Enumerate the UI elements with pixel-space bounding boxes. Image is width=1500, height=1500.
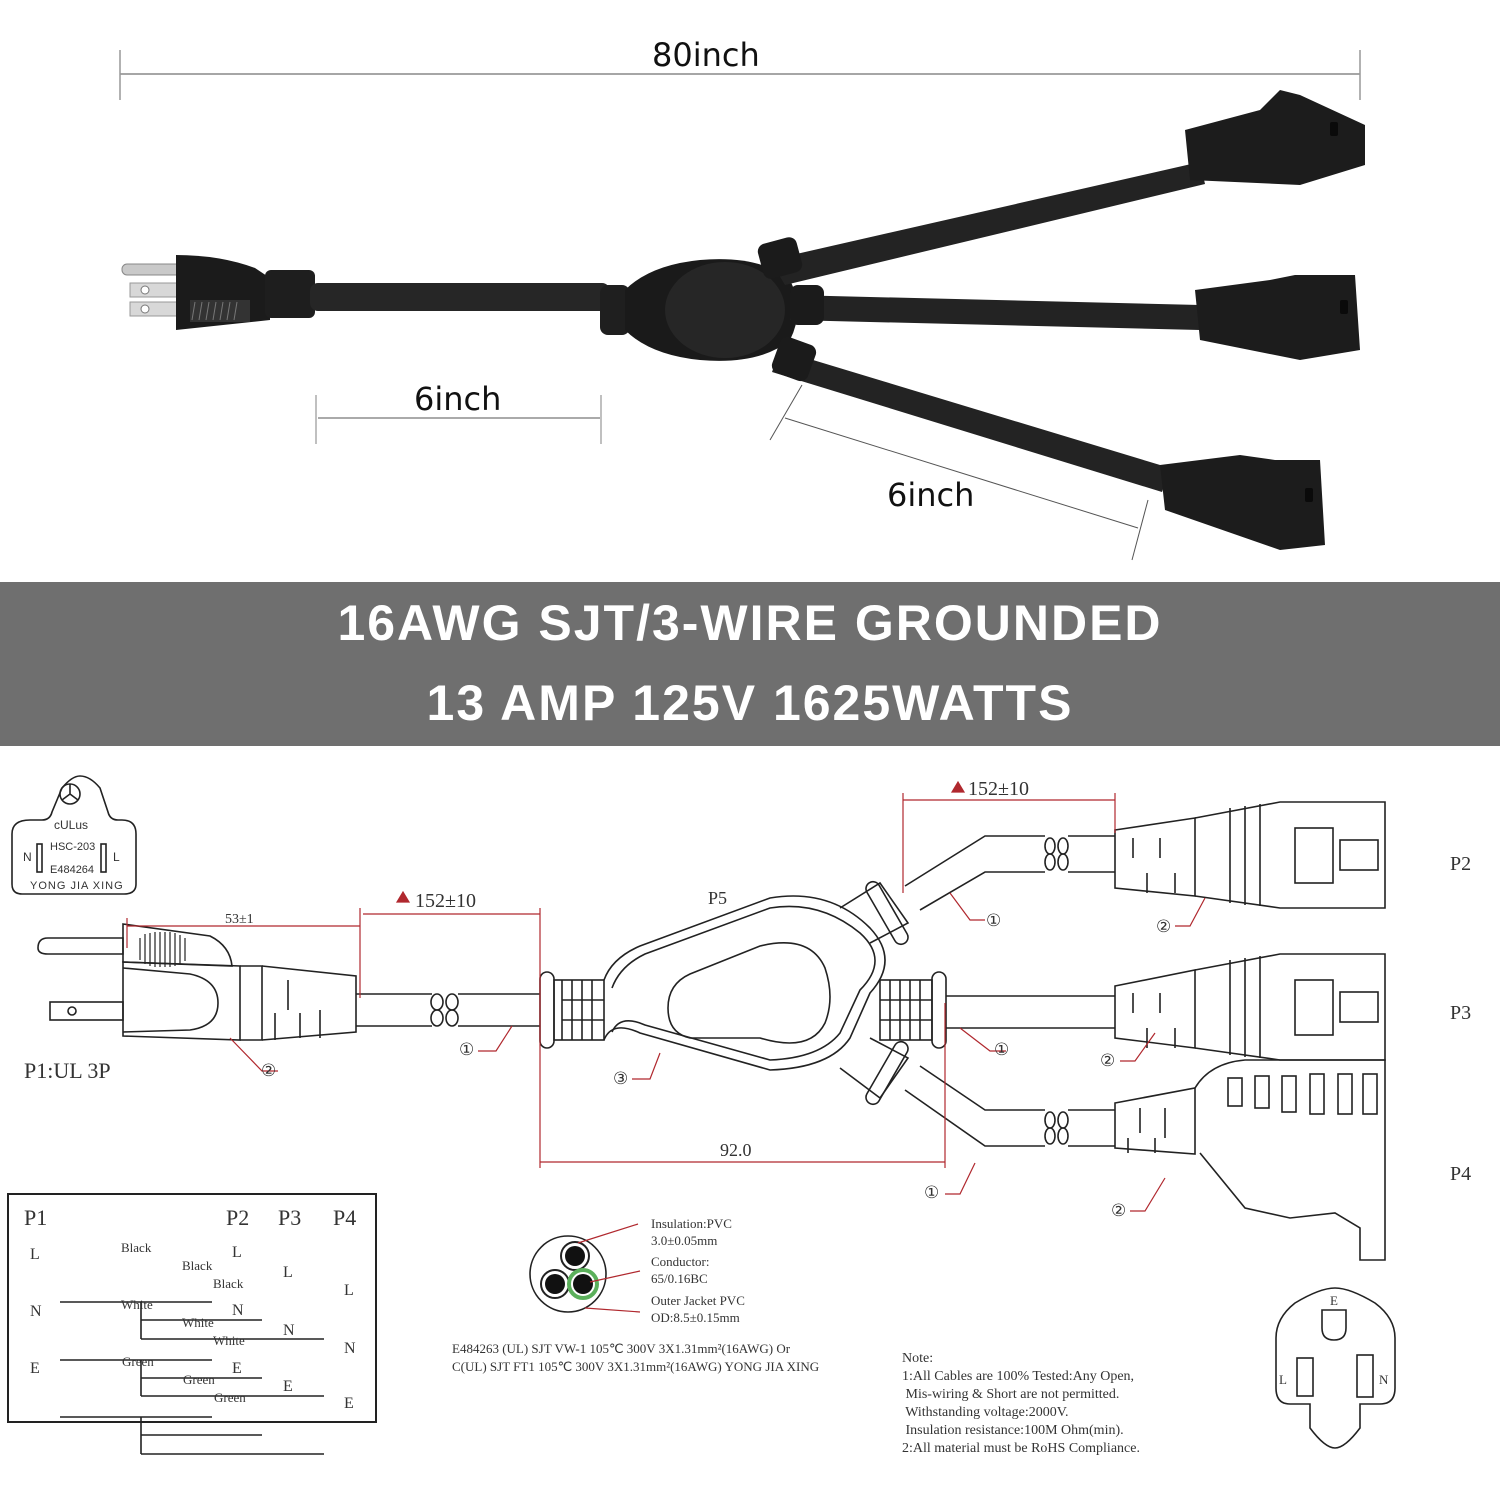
output-p4-label: P4	[1450, 1163, 1472, 1185]
technical-drawing	[11, 775, 1396, 1455]
outlet-face-ground: E	[1330, 1293, 1338, 1308]
wire-color: White	[182, 1315, 214, 1330]
conductor-spec: 65/0.16BC	[651, 1271, 708, 1286]
wiring-header-p4: P4	[333, 1205, 357, 1230]
output-p3-label: P3	[1450, 1002, 1472, 1024]
outlet-face-line: L	[1279, 1372, 1287, 1387]
ul-cert-mark: cULus	[54, 818, 89, 832]
cord-photo-illustration	[119, 50, 1365, 561]
wiring-target: E	[344, 1395, 354, 1412]
ul-pin-n: N	[23, 850, 32, 864]
wiring-target: L	[283, 1264, 293, 1281]
wiring-header-p2: P2	[226, 1205, 250, 1230]
wiring-header-p3: P3	[278, 1205, 302, 1230]
callout-2-p3: ②	[1100, 1051, 1116, 1070]
plug-lead-length-label: 6inch	[414, 380, 502, 418]
wiring-target: E	[232, 1360, 242, 1377]
wire-color: Green	[214, 1390, 246, 1405]
product-photo: 80inch 6inch 6inch	[0, 0, 1500, 580]
wire-color: Black	[121, 1240, 152, 1255]
spec-banner: 16AWG SJT/3-WIRE GROUNDED 13 AMP 125V 16…	[0, 582, 1500, 746]
outlet-face-neutral: N	[1379, 1372, 1389, 1387]
note-line: Insulation resistance:100M Ohm(min).	[902, 1423, 1124, 1438]
branch-length-dim: 152±10	[968, 778, 1029, 800]
jacket-od: OD:8.5±0.15mm	[651, 1310, 740, 1325]
callout-1-lower: ①	[924, 1183, 940, 1202]
wiring-target: L	[344, 1282, 354, 1299]
wiring-table	[7, 1193, 377, 1423]
wire-color: White	[213, 1333, 245, 1348]
wire-color: Green	[122, 1354, 154, 1369]
callout-1-upper: ①	[986, 911, 1002, 930]
notes-title: Note:	[902, 1351, 934, 1366]
callout-2-p4: ②	[1111, 1201, 1127, 1220]
note-line: Withstanding voltage:2000V.	[902, 1405, 1069, 1420]
splitter-label: P5	[708, 888, 728, 908]
callout-2-p2: ②	[1156, 917, 1172, 936]
callout-1-mid: ①	[994, 1040, 1010, 1059]
wire-color: Black	[213, 1276, 244, 1291]
wire-color: White	[121, 1297, 153, 1312]
cable-spec-line-2: C(UL) SJT FT1 105℃ 300V 3X1.31mm²(16AWG)…	[452, 1359, 820, 1374]
ul-file-no: E484264	[50, 864, 95, 876]
plug-label: P1:UL 3P	[24, 1058, 111, 1083]
wiring-target: L	[232, 1244, 242, 1261]
output-p2-label: P2	[1450, 853, 1472, 875]
wiring-target: N	[283, 1322, 295, 1339]
wire-color: Green	[183, 1372, 215, 1387]
callout-2-plug: ②	[261, 1061, 277, 1080]
wiring-target: N	[232, 1302, 244, 1319]
plug-length-dim: 53±1	[225, 912, 254, 927]
ul-model: HSC-203	[50, 841, 96, 853]
ul-maker: YONG JIA XING	[30, 880, 124, 892]
ul-pin-l: L	[113, 850, 120, 864]
insulation-label: Insulation:PVC	[651, 1216, 732, 1231]
wire-color: Black	[182, 1258, 213, 1273]
wiring-pin-e: E	[30, 1360, 40, 1377]
wiring-target: N	[344, 1340, 356, 1357]
callout-1-lead: ①	[459, 1040, 475, 1059]
cable-spec-line-1: E484263 (UL) SJT VW-1 105℃ 300V 3X1.31mm…	[452, 1341, 791, 1356]
splitter-length-dim: 92.0	[720, 1140, 752, 1160]
wiring-pin-n: N	[30, 1303, 42, 1320]
callout-3-splitter: ③	[613, 1069, 629, 1088]
note-line: 2:All material must be RoHS Compliance.	[902, 1441, 1140, 1456]
note-line: 1:All Cables are 100% Tested:Any Open,	[902, 1369, 1135, 1384]
banner-line-1: 16AWG SJT/3-WIRE GROUNDED	[337, 595, 1163, 651]
wiring-target: E	[283, 1378, 293, 1395]
total-length-label: 80inch	[652, 36, 760, 74]
banner-line-2: 13 AMP 125V 1625WATTS	[426, 675, 1074, 731]
branch-length-label: 6inch	[887, 476, 975, 514]
wiring-header-p1: P1	[24, 1205, 48, 1230]
lead-length-dim: 152±10	[415, 890, 476, 912]
wiring-pin-l: L	[30, 1246, 40, 1263]
note-line: Mis-wiring & Short are not permitted.	[902, 1387, 1120, 1402]
insulation-thickness: 3.0±0.05mm	[651, 1233, 718, 1248]
jacket-label: Outer Jacket PVC	[651, 1293, 745, 1308]
conductor-label: Conductor:	[651, 1254, 710, 1269]
